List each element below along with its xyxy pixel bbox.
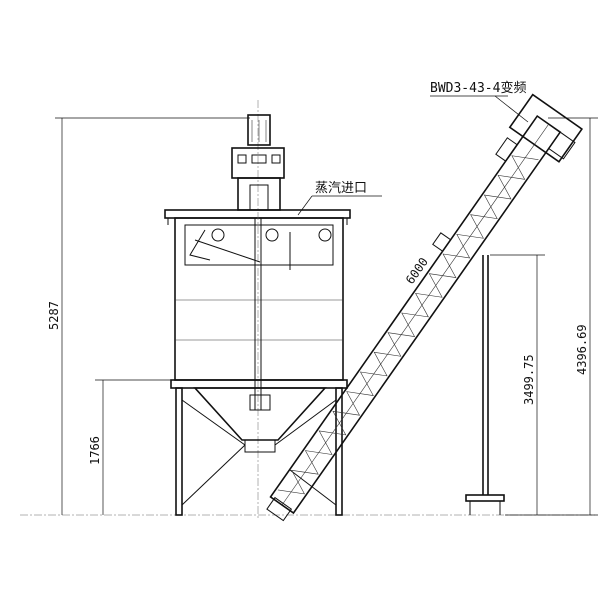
motor-model-label: BWD3-43-4变频 xyxy=(430,80,526,96)
dim-leg-height: 1766 xyxy=(88,436,102,465)
steam-inlet-label: 蒸汽进口 xyxy=(315,181,367,196)
dimension-lines xyxy=(55,117,598,516)
conveyor-motor-icon xyxy=(548,131,576,160)
dim-conveyor-length: 6000 xyxy=(403,255,431,287)
conveyor-support xyxy=(465,255,505,515)
dim-support-height: 3499.75 xyxy=(522,354,536,405)
dim-total-height: 5287 xyxy=(47,301,61,330)
screw-conveyor xyxy=(266,93,584,522)
agitator-drive xyxy=(231,114,285,211)
support-legs xyxy=(175,387,343,516)
dim-discharge-height: 4396.69 xyxy=(575,324,589,375)
motor-icon xyxy=(247,114,271,146)
mixing-tank xyxy=(164,100,351,520)
